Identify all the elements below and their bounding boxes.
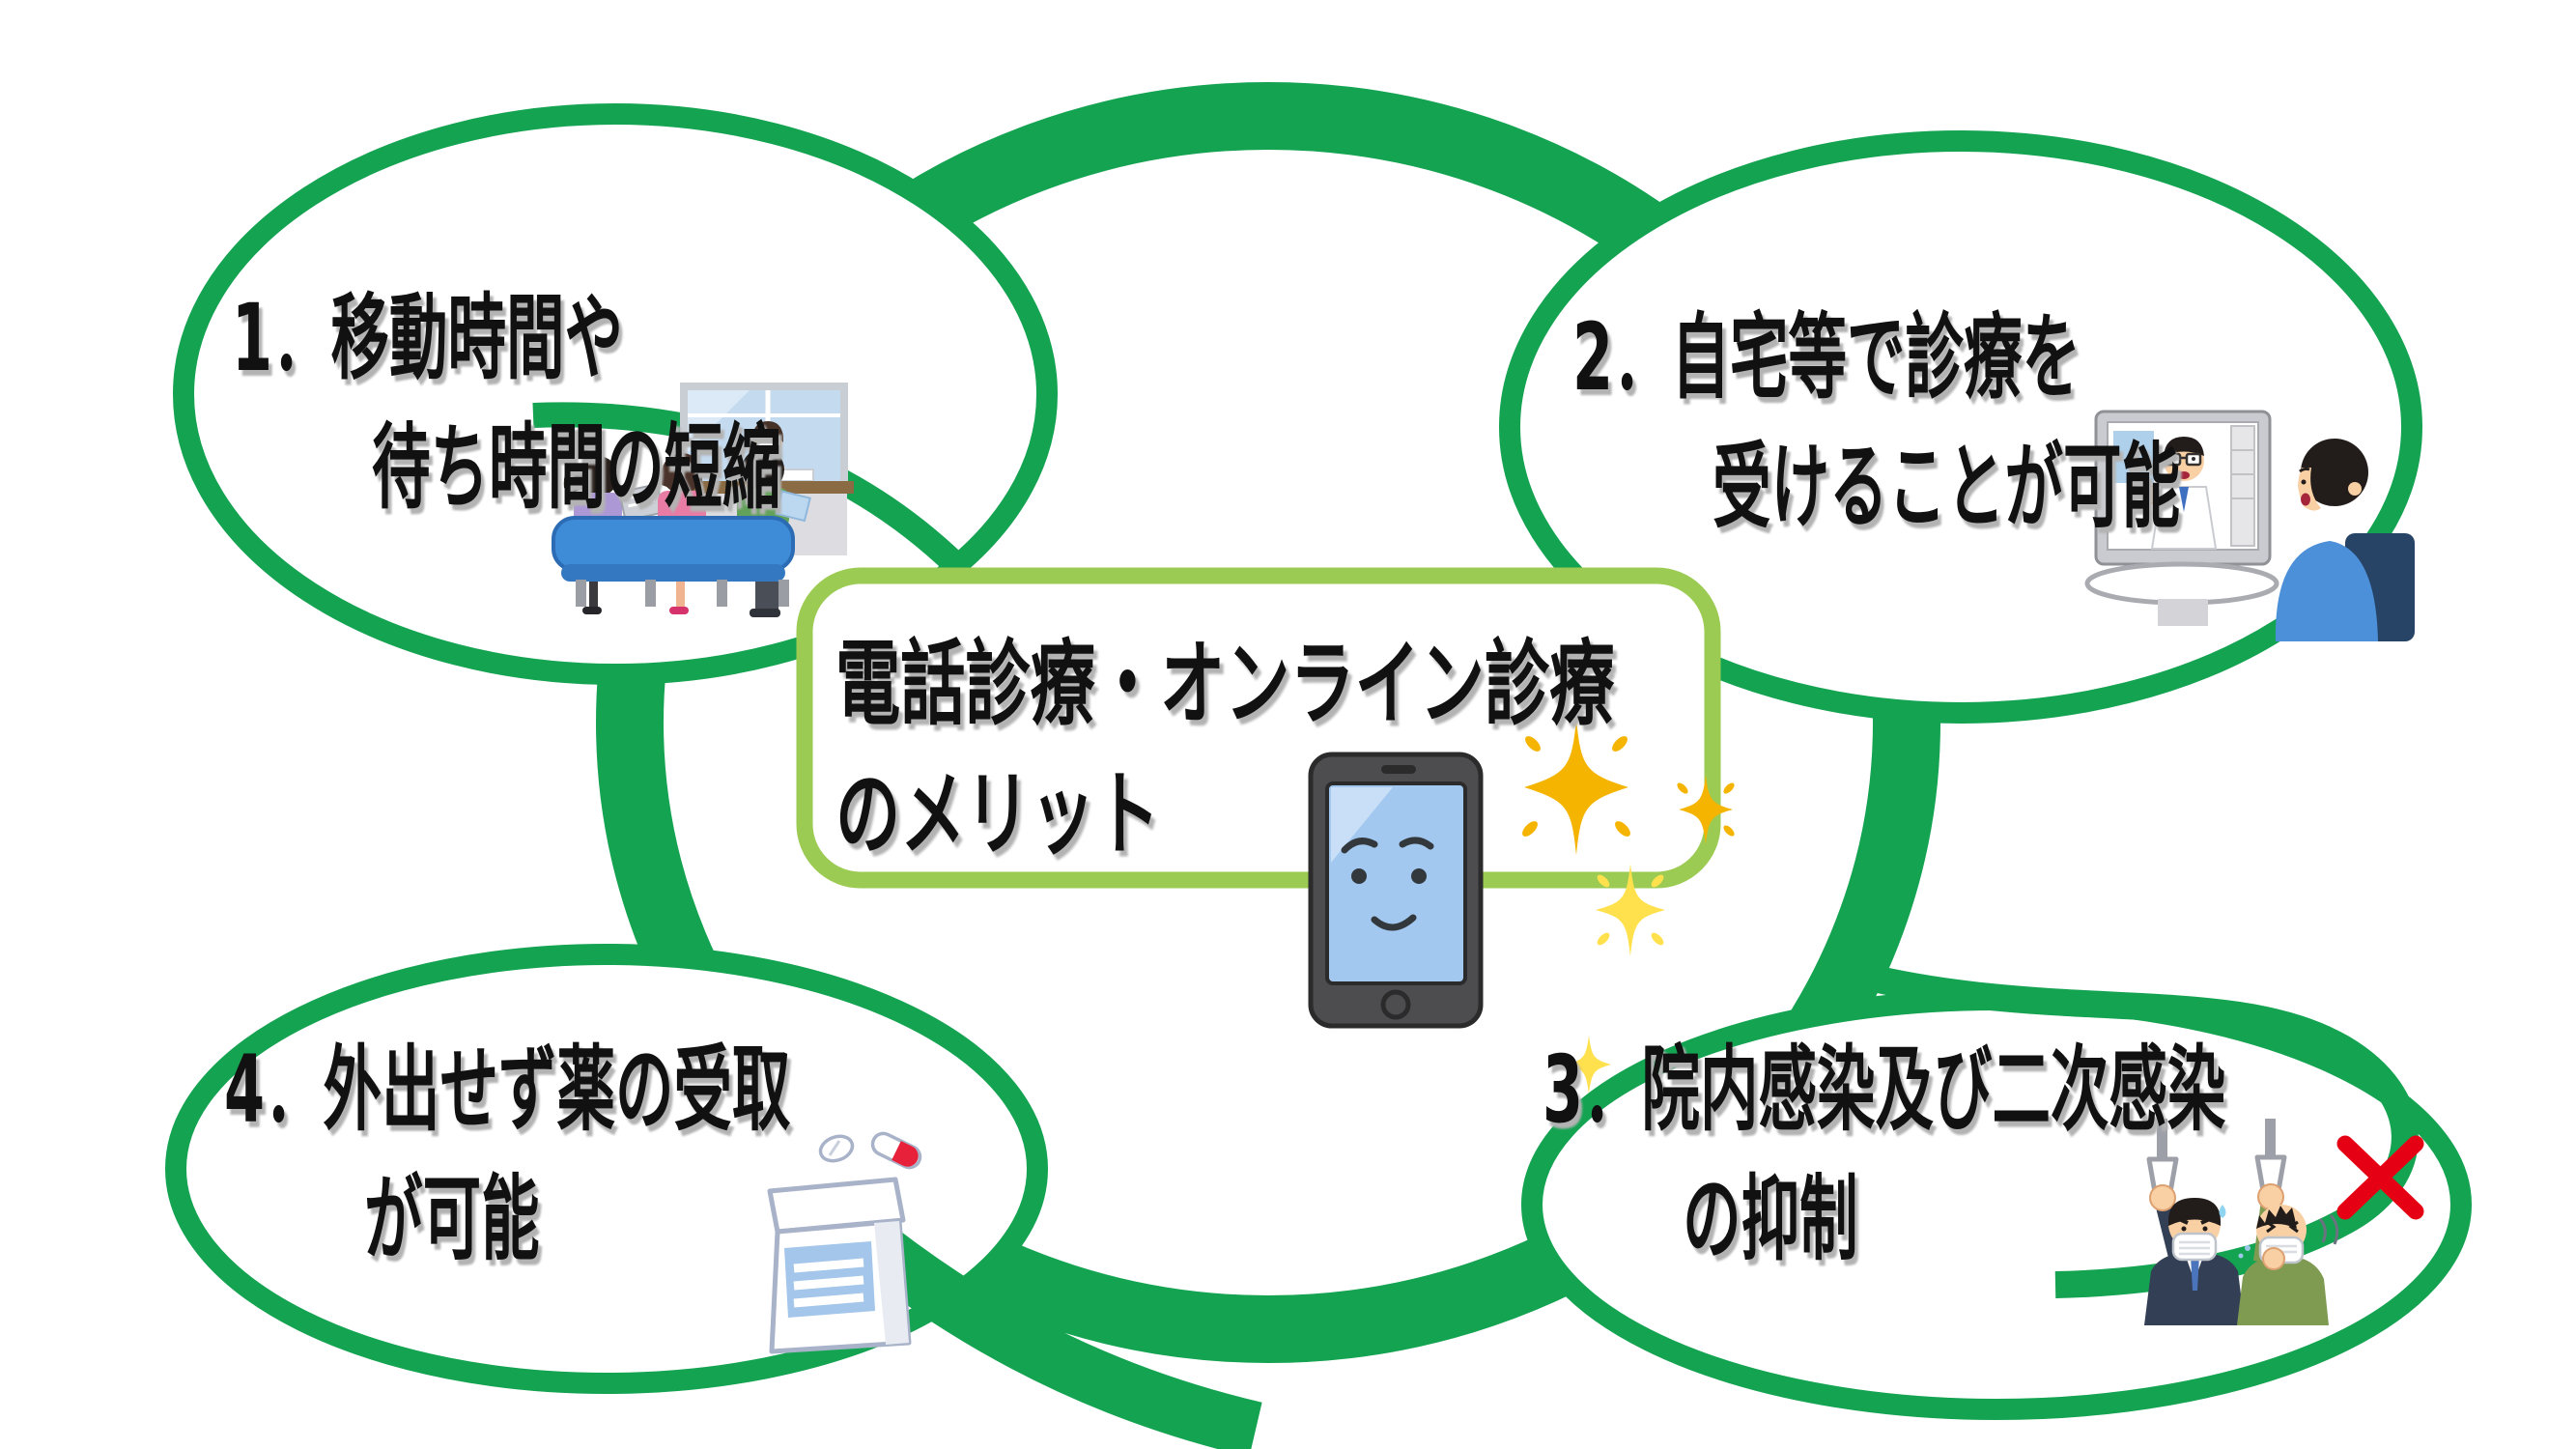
- center-title: 電話診療・オンライン診療 のメリット: [835, 619, 1948, 880]
- sparkle-big-gold: [1522, 720, 1630, 855]
- commuter-coughing-man: [2237, 1183, 2339, 1325]
- benefit-2-line1: 2．自宅等で診療を: [1572, 303, 2081, 412]
- center-title-line1: 電話診療・オンライン診療: [835, 630, 1615, 738]
- phone-home-button: [1380, 989, 1411, 1020]
- sparkles-icon: [1522, 720, 1735, 1094]
- sparkle-light-yellow: [1596, 864, 1665, 956]
- fist-at-mouth: [2262, 1247, 2285, 1270]
- benefit-1-line1: 1．移動時間や: [232, 284, 623, 392]
- benefit-3-line2: の抑制: [1683, 1165, 1858, 1273]
- doctor-waving-hand: [2140, 485, 2160, 504]
- benefit-2-line2: 受けることが可能: [1713, 433, 2180, 541]
- benefit-4-line1: 4．外出せず薬の受取: [224, 1036, 791, 1144]
- doctor-tie: [2179, 487, 2189, 512]
- benefit-1-line2: 待ち時間の短縮: [372, 413, 781, 522]
- benefit-1-label: 1．移動時間や 待ち時間の短縮: [232, 273, 1103, 532]
- benefit-4-label: 4．外出せず薬の受取 が可能: [224, 1025, 1123, 1284]
- train-strap-bar-2: [2265, 1119, 2276, 1157]
- benefit-3-line1: 3．院内感染及び二次感染: [1543, 1036, 2226, 1144]
- bag-flap: [767, 1177, 906, 1235]
- masked-commuters-illustration: [2144, 1119, 2424, 1325]
- train-strap-bar-1: [2157, 1119, 2167, 1159]
- phone-speaker: [1381, 765, 1416, 774]
- online-consultation-illustration: [2084, 410, 2415, 641]
- center-title-line2: のメリット: [835, 760, 1160, 868]
- desk-top: [2084, 561, 2279, 606]
- screen-shelf: [2230, 425, 2255, 547]
- bag-shading: [874, 1221, 909, 1345]
- capsule-pill: [870, 1131, 922, 1170]
- medicine-bag-illustration: [767, 1131, 922, 1354]
- waiting-bench: [552, 516, 795, 582]
- leaflet: [775, 490, 811, 523]
- screen-window: [2113, 431, 2154, 483]
- sweat-drop: [2219, 1205, 2226, 1218]
- phone-screen: [1325, 781, 1467, 985]
- window-reflection: [688, 390, 750, 452]
- smartphone-illustration: [1308, 752, 1484, 1029]
- center-title-box: [796, 567, 1721, 889]
- white-pill: [818, 1134, 855, 1163]
- benefit-3-label: 3．院内感染及び二次感染 の抑制: [1543, 1025, 2576, 1284]
- commuter-suit-man: [2144, 1184, 2245, 1325]
- benefit-4-line2: が可能: [364, 1165, 540, 1273]
- x-mark-icon: [2336, 1135, 2424, 1220]
- desk-base: [2158, 599, 2208, 626]
- bench-legs-and-feet: [576, 580, 789, 617]
- patient-at-home: [2275, 439, 2415, 641]
- sparkle-small-gold: [1677, 775, 1735, 844]
- waiting-room-illustration: [552, 383, 854, 617]
- main-loop-ring: [596, 82, 1940, 1363]
- benefit-2-label: 2．自宅等で診療を 受けることが可能: [1572, 293, 2536, 552]
- sparkle-tiny-yellow: [1567, 1036, 1611, 1094]
- doctor-on-screen: [2140, 437, 2218, 550]
- phone-smiley-face: [1341, 837, 1434, 931]
